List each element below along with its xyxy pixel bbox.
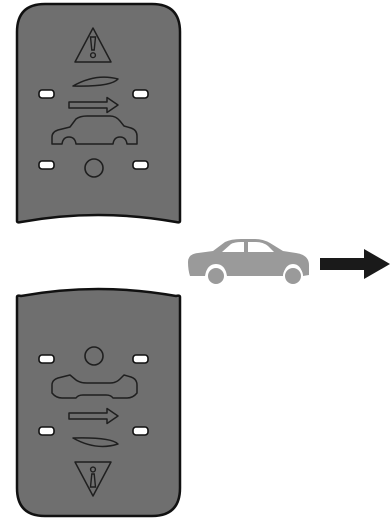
- mount-hole: [84, 346, 104, 366]
- warning-triangle-exclamation-icon: [74, 27, 112, 63]
- mount-slot: [38, 160, 55, 170]
- mount-slot: [132, 354, 149, 364]
- car-outline-icon: [51, 115, 138, 145]
- car-icon: [188, 239, 309, 286]
- leaf-shape-icon: [72, 437, 119, 448]
- bottom-plate: [15, 287, 182, 518]
- car-wheel: [283, 266, 303, 286]
- car-window: [248, 242, 274, 252]
- top-plate: [15, 2, 182, 224]
- mount-slot: [38, 426, 55, 436]
- car-window: [222, 242, 244, 252]
- mount-slot: [38, 89, 55, 99]
- mount-slot: [132, 89, 149, 99]
- leaf-shape-icon: [72, 76, 119, 87]
- right-arrow-icon: [68, 407, 119, 425]
- car-wheel: [206, 266, 226, 286]
- bottom-plate-shape: [15, 287, 182, 518]
- mount-slot: [38, 354, 55, 364]
- mount-hole: [84, 158, 104, 178]
- right-arrow-icon: [320, 249, 390, 279]
- car-outline-icon: [51, 374, 138, 399]
- information-triangle-icon: [74, 461, 112, 497]
- mount-slot: [132, 160, 149, 170]
- mount-slot: [132, 426, 149, 436]
- top-plate-shape: [15, 2, 182, 224]
- right-arrow-icon: [68, 96, 119, 114]
